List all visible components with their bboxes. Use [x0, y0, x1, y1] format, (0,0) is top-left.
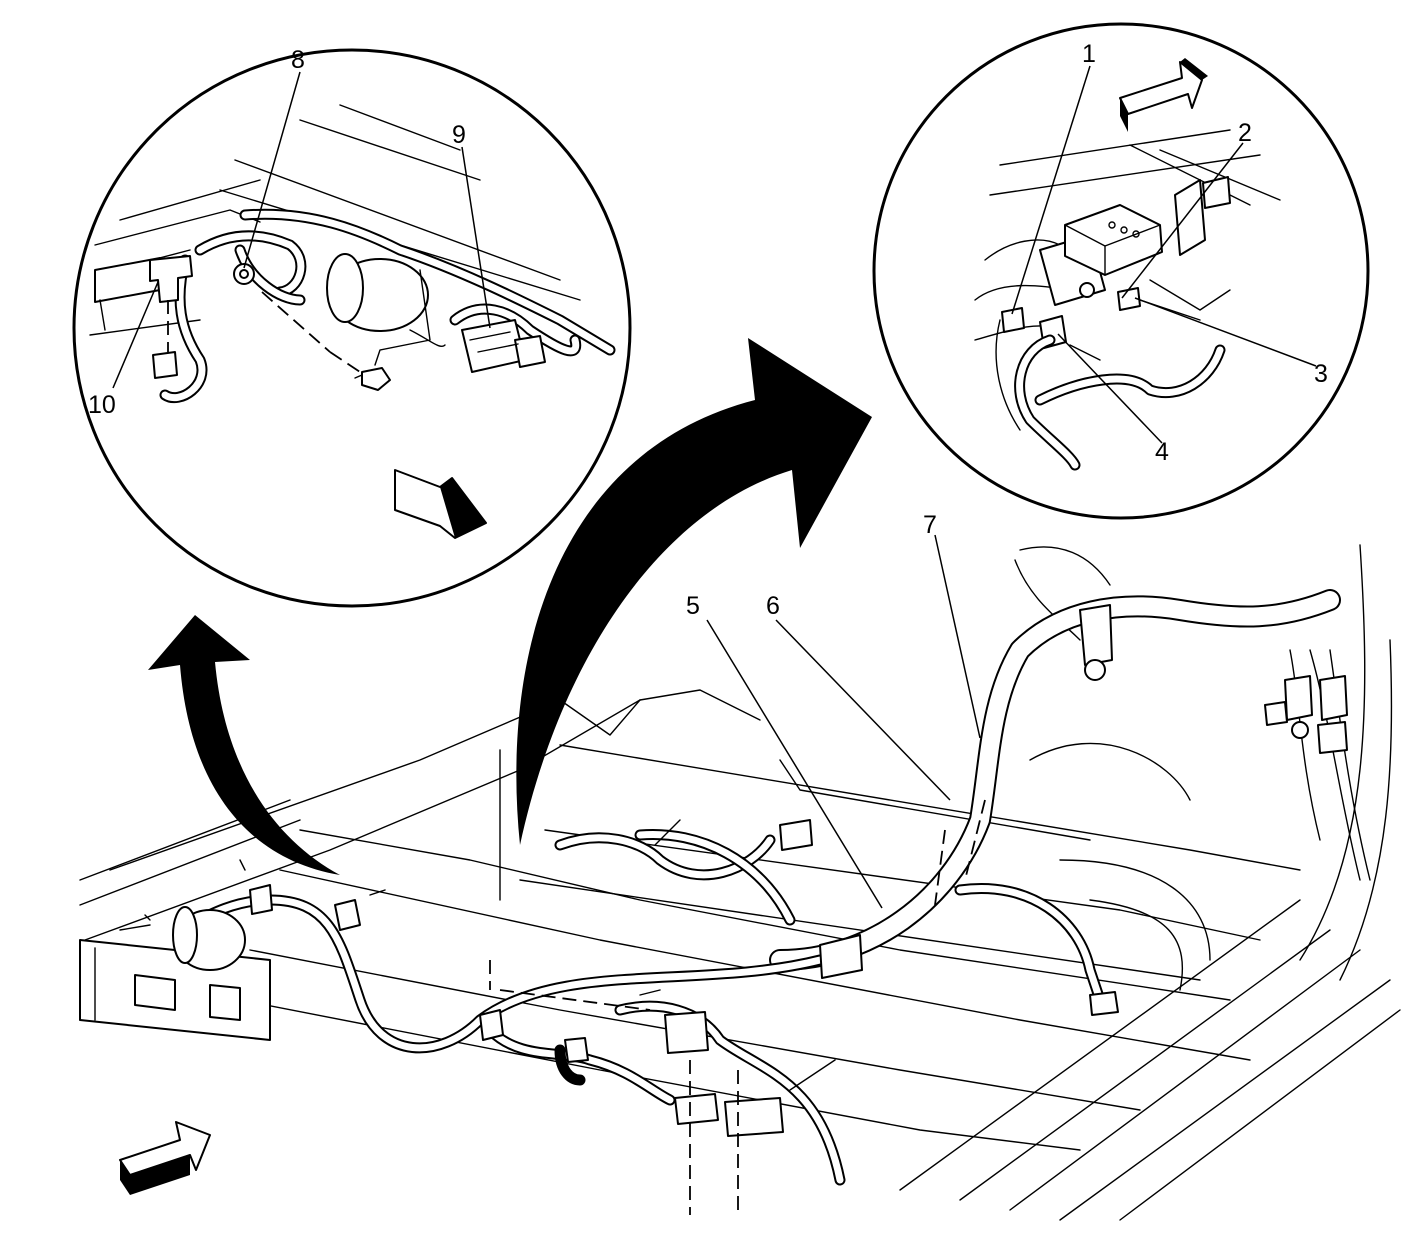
detail-view-left	[72, 48, 632, 608]
main-wiring-harness	[119, 589, 1371, 1186]
callout-9: 9	[452, 121, 466, 149]
alignment-lines	[489, 799, 986, 1215]
callout-5: 5	[686, 592, 700, 620]
detail-view-right	[872, 22, 1370, 520]
leader-lines-main	[706, 534, 981, 909]
callout-7: 7	[923, 511, 937, 539]
callouts: 1 2 3 4 5 6 7 8 9 10	[88, 40, 1328, 620]
callout-3: 3	[1314, 360, 1328, 388]
callout-2: 2	[1238, 119, 1252, 147]
callout-8: 8	[291, 46, 305, 74]
callout-1: 1	[1082, 40, 1096, 68]
callout-6: 6	[766, 592, 780, 620]
curved-view-arrow-icon	[148, 615, 340, 875]
forward-direction-arrow-icon	[119, 1121, 211, 1195]
callout-4: 4	[1155, 438, 1169, 466]
floor-structure	[79, 544, 1401, 1221]
curved-view-arrow-icon	[516, 338, 872, 845]
callout-10: 10	[88, 391, 116, 419]
forward-direction-arrow-icon	[1119, 61, 1203, 115]
